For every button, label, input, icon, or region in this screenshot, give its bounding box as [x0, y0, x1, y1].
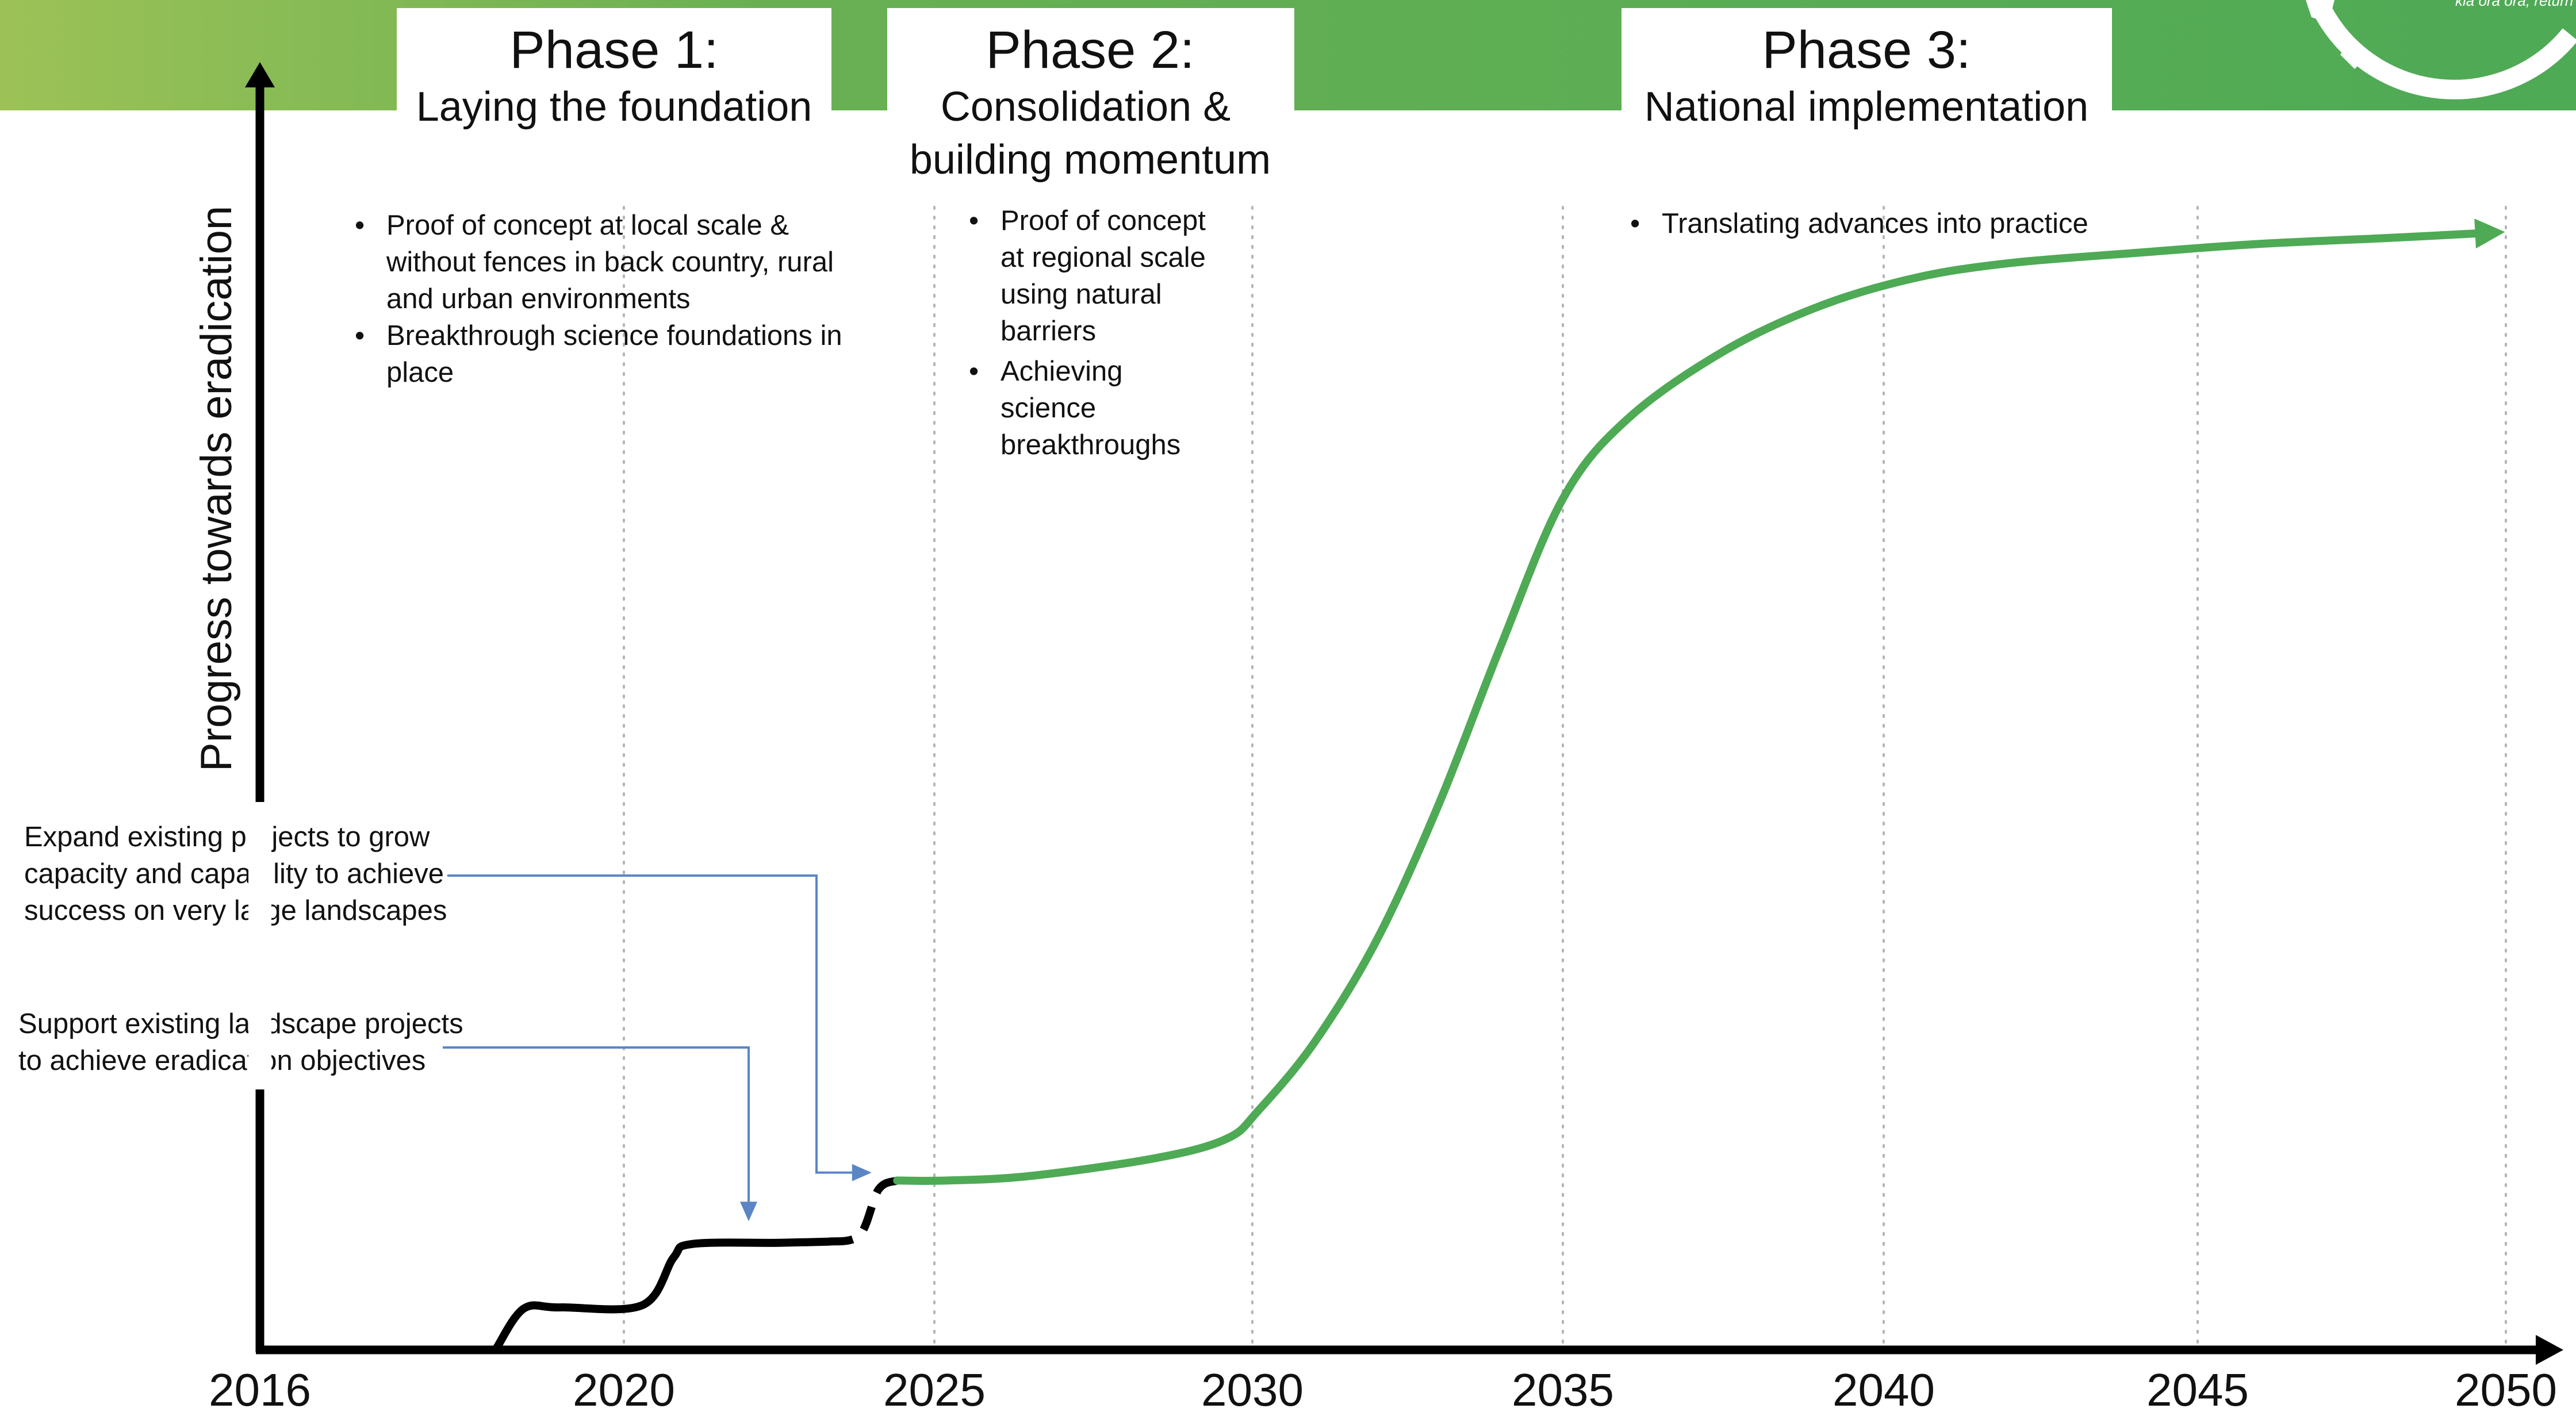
- phase-1-note-1-line-1: Proof of concept at local scale &: [386, 210, 789, 241]
- bullet-icon: •: [355, 320, 365, 351]
- x-tick-labels: 2016 2020 2025 2030 2035 2040 2045 2050: [209, 1364, 2557, 1415]
- phase-3-subtitle: National implementation: [1644, 84, 2088, 130]
- logo: kia ora ora, return to life: [2306, 0, 2576, 99]
- annotation-1-line-3: success on very large landscapes: [24, 895, 447, 926]
- annotation-2-connector: [443, 1046, 750, 1204]
- phase-1-note-1-line-3: and urban environments: [386, 283, 690, 314]
- phase-1-note-2-line-1: Breakthrough science foundations in: [386, 320, 842, 351]
- annotation-1-line-1: Expand existing projects to grow: [24, 822, 430, 853]
- phase-1-note-2-line-2: place: [386, 357, 454, 388]
- series-3-arrowhead-icon: [2474, 218, 2505, 249]
- phase-2-note-1-line-3: using natural: [1000, 279, 1162, 310]
- x-axis-arrow-icon: [2536, 1335, 2563, 1365]
- phase-notes: • Proof of concept at local scale & withou…: [355, 205, 2088, 461]
- x-tick-label-2045: 2045: [2146, 1364, 2249, 1415]
- x-tick-label-2035: 2035: [1512, 1364, 1614, 1415]
- bullet-icon: •: [969, 205, 979, 236]
- x-tick-label-2016: 2016: [209, 1364, 311, 1415]
- logo-teeth-icon: [2306, 0, 2369, 69]
- x-tick-label-2025: 2025: [883, 1364, 986, 1415]
- phase-2-note-1-line-1: Proof of concept: [1000, 205, 1206, 236]
- phase-2-note-1-line-2: at regional scale: [1000, 242, 1206, 273]
- bullet-icon: •: [355, 210, 365, 241]
- series-2-dashed-line: [827, 1176, 899, 1246]
- phase-2-subtitle-line-1: Consolidation &: [941, 84, 1230, 130]
- bullet-icon: •: [969, 356, 979, 387]
- phase-2-note-2-line-3: breakthroughs: [1000, 429, 1180, 461]
- phase-2-note-2-line-2: science: [1000, 393, 1096, 424]
- annotation-1-connector: [447, 874, 856, 1174]
- phase-2-note-1-line-4: barriers: [1000, 316, 1096, 347]
- series-layer: [492, 218, 2505, 1352]
- x-tick-label-2050: 2050: [2455, 1364, 2557, 1415]
- annotation-2-line-2: to achieve eradication objectives: [18, 1045, 425, 1076]
- phase-1-title: Phase 1:: [509, 21, 718, 79]
- y-axis-label-backing: [187, 187, 248, 790]
- gridlines: [623, 206, 2507, 1346]
- phase-3-note-1-line-1: Translating advances into practice: [1662, 208, 2088, 239]
- x-tick-label-2040: 2040: [1833, 1364, 1935, 1415]
- annotation-2-arrowhead-icon: [740, 1202, 757, 1222]
- bullet-icon: •: [1630, 208, 1640, 239]
- phase-2-title: Phase 2:: [986, 21, 1194, 79]
- phase-3-title: Phase 3:: [1762, 21, 1971, 79]
- series-3-solid-line: [893, 228, 2498, 1185]
- annotations: Expand existing projects to grow capacity…: [18, 822, 872, 1222]
- y-axis-arrow-icon: [245, 62, 275, 87]
- y-axis-label: Progress towards eradication: [192, 206, 241, 772]
- phase-2-subtitle-line-2: building momentum: [910, 137, 1271, 183]
- x-tick-label-2030: 2030: [1201, 1364, 1304, 1415]
- y-axis-gap: [248, 802, 271, 1089]
- logo-tagline: kia ora ora, return to life: [2455, 0, 2576, 9]
- phase-2-note-2-line-1: Achieving: [1000, 356, 1122, 387]
- series-1-solid-line: [492, 1237, 833, 1352]
- phase-1-header-box: [397, 8, 831, 115]
- x-tick-label-2020: 2020: [573, 1364, 675, 1415]
- phase-3-header-box: [1621, 8, 2112, 115]
- annotation-2-line-1: Support existing landscape projects: [18, 1008, 463, 1039]
- phase-1-note-1-line-2: without fences in back country, rural: [386, 247, 834, 278]
- phase-1-subtitle: Laying the foundation: [416, 84, 812, 130]
- annotation-1-arrowhead-icon: [852, 1164, 872, 1181]
- annotation-1-line-2: capacity and capability to achieve: [24, 858, 444, 889]
- phase-2-header-box: [887, 8, 1294, 186]
